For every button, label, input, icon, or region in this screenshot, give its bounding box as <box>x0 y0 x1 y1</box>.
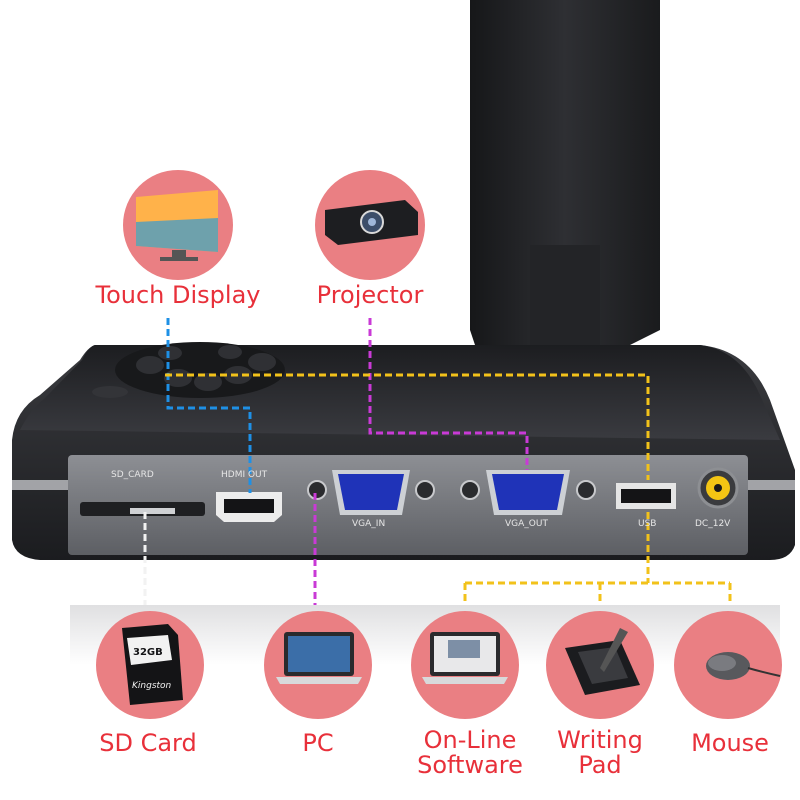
line-usb-top <box>165 373 650 480</box>
control-buttons <box>92 342 285 398</box>
label-sd-card: SD Card <box>99 729 197 757</box>
port-label-dc: DC_12V <box>695 519 731 529</box>
line-touch-display <box>166 318 252 493</box>
label-pc: PC <box>302 729 334 757</box>
hdmi-port <box>216 492 282 522</box>
port-label-vga-in: VGA_IN <box>352 519 386 529</box>
graphics-tablet-icon <box>546 611 654 719</box>
sd-card-slot <box>80 502 205 516</box>
vga-out-port <box>460 470 596 515</box>
mouse-icon <box>674 611 782 719</box>
monitor-icon <box>123 170 233 280</box>
label-touch-display: Touch Display <box>95 281 261 309</box>
label-writing-pad-line2: Pad <box>578 751 622 779</box>
port-label-sd-card: SD_CARD <box>111 470 154 480</box>
label-projector: Projector <box>316 281 424 309</box>
label-mouse: Mouse <box>691 729 769 757</box>
port-label-usb: USB <box>638 519 657 529</box>
connection-lines <box>143 318 732 605</box>
sd-card-icon <box>96 611 204 719</box>
vga-in-port <box>307 470 435 515</box>
label-writing-pad-line1: Writing <box>557 726 643 754</box>
projector-icon <box>315 170 425 280</box>
port-panel <box>68 455 748 555</box>
label-writing-pad: Writing Pad <box>540 728 660 778</box>
laptop-software-icon <box>411 611 519 719</box>
line-usb-bottom <box>463 512 732 605</box>
card-capacity: 32GB <box>133 647 163 658</box>
card-brand: Kingston <box>132 681 172 691</box>
label-online-software-line1: On-Line <box>423 726 517 754</box>
label-online-software-line2: Software <box>417 751 523 779</box>
dc-port <box>697 467 739 509</box>
port-label-vga-out: VGA_OUT <box>505 519 548 529</box>
label-online-software: On-Line Software <box>405 728 535 778</box>
laptop-icon <box>264 611 372 719</box>
usb-port <box>616 483 676 509</box>
camera-arm <box>424 0 696 401</box>
port-label-hdmi-out: HDMI OUT <box>221 470 268 480</box>
